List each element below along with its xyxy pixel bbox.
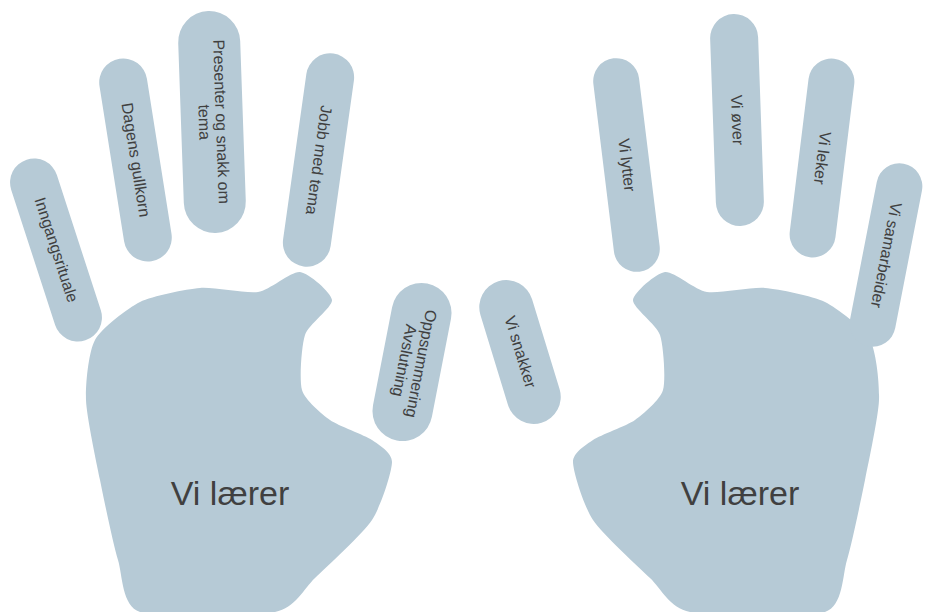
palm-label: Vi lærer xyxy=(681,474,799,513)
finger-label: Jobb med tema xyxy=(302,104,334,216)
finger-shape: Vi snakker xyxy=(473,273,568,430)
finger-label: Vi leker xyxy=(810,131,833,186)
palm-shape: Vi lærer xyxy=(60,260,410,612)
finger-shape: Vi lytter xyxy=(590,55,662,274)
finger-label: Vi samarbeider xyxy=(868,201,905,310)
palm-path xyxy=(86,272,392,612)
finger-label: Oppsummering Avslutning xyxy=(384,300,440,424)
palm-outline xyxy=(60,260,410,612)
palm-shape: Vi lærer xyxy=(540,260,900,612)
finger-shape: Oppsummering Avslutning xyxy=(367,278,456,447)
finger-shape: Vi øver xyxy=(709,13,764,227)
palm-label: Vi lærer xyxy=(171,474,289,513)
finger-label: Dagens gullkorn xyxy=(118,102,153,219)
finger-shape: Inngangsrituale xyxy=(4,152,108,348)
finger-shape: Jobb med tema xyxy=(279,50,356,270)
finger-shape: Dagens gullkorn xyxy=(95,55,174,265)
finger-label: Vi snakker xyxy=(501,314,539,390)
finger-label: Vi lytter xyxy=(614,138,637,193)
finger-shape: Vi samarbeider xyxy=(846,159,925,350)
palm-path xyxy=(573,272,879,612)
finger-label: Presenter og snakk om tema xyxy=(192,39,231,205)
palm-outline xyxy=(540,260,900,612)
finger-shape: Presenter og snakk om tema xyxy=(177,10,247,234)
finger-label: Vi øver xyxy=(728,95,747,146)
finger-shape: Vi leker xyxy=(787,56,857,260)
finger-label: Inngangsrituale xyxy=(31,195,81,304)
